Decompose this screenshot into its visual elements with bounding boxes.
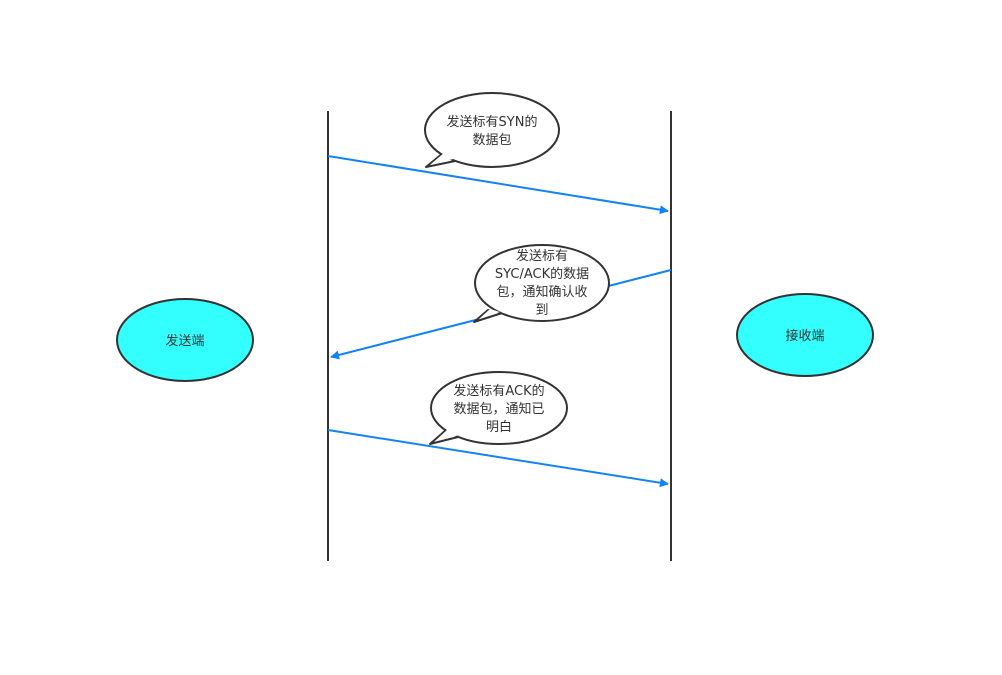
syn-ack-bubble-line: 发送标有 <box>516 248 568 264</box>
sender-node[interactable]: 发送端 <box>116 298 254 382</box>
ack-bubble: 发送标有ACK的 数据包，通知已 明白 <box>429 371 568 445</box>
receiver-label: 接收端 <box>785 328 824 344</box>
receiver-node[interactable]: 接收端 <box>736 293 874 377</box>
syn-ack-bubble-line: 到 <box>535 303 548 318</box>
ack-bubble-line: 明白 <box>486 419 512 435</box>
syn-bubble-line: 发送标有SYN的 <box>447 114 538 130</box>
ack-arrow <box>327 429 669 488</box>
syn-ack-bubble: 发送标有 SYC/ACK的数据 包，通知确认收 到 <box>473 244 610 323</box>
ack-bubble-line: 发送标有ACK的 <box>453 383 544 399</box>
syn-ack-bubble-line: 包，通知确认收 <box>496 284 587 300</box>
syn-arrow <box>327 155 669 215</box>
syn-ack-bubble-line: SYC/ACK的数据 <box>495 266 589 282</box>
syn-bubble: 发送标有SYN的 数据包 <box>424 92 560 168</box>
syn-bubble-line: 数据包 <box>472 133 511 148</box>
sender-label: 发送端 <box>165 333 204 349</box>
ack-bubble-line: 数据包，通知已 <box>453 401 544 417</box>
